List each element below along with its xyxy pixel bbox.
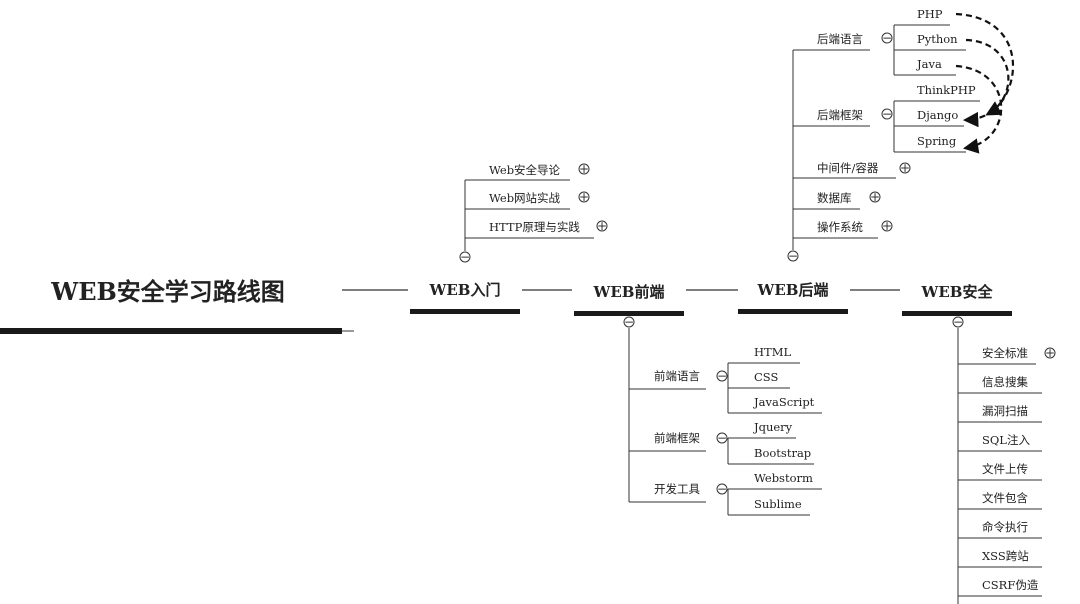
list-item[interactable]: CSS bbox=[754, 370, 778, 384]
svg-text:−: − bbox=[953, 315, 963, 329]
security-item[interactable]: 命令执行 bbox=[982, 520, 1028, 534]
backend-toggle[interactable]: − bbox=[787, 249, 799, 263]
main-node-security[interactable]: WEB安全 bbox=[902, 283, 1012, 316]
arrow-java-spring bbox=[955, 64, 1003, 154]
arrow-python-django bbox=[962, 38, 1010, 128]
language-framework-arrows bbox=[955, 12, 1015, 154]
svg-text:+: + bbox=[882, 219, 892, 233]
minus-circle-icon[interactable]: − bbox=[716, 431, 728, 445]
security-item[interactable]: 信息搜集 bbox=[982, 375, 1028, 389]
frontend-group-tools[interactable]: 开发工具 bbox=[654, 482, 700, 496]
intro-toggle[interactable]: − bbox=[459, 250, 471, 264]
intro-branch-lines bbox=[464, 179, 594, 251]
backend-group-languages[interactable]: 后端语言 bbox=[817, 32, 863, 46]
frontend-branch-lines bbox=[628, 328, 822, 516]
list-item[interactable]: Python bbox=[917, 32, 958, 46]
svg-text:−: − bbox=[882, 107, 892, 121]
list-item[interactable]: HTML bbox=[754, 345, 791, 359]
group-label: 前端语言 bbox=[654, 369, 700, 383]
main-node-label: WEB后端 bbox=[757, 281, 829, 299]
main-node-intro[interactable]: WEB入门 bbox=[410, 281, 520, 314]
intro-item-3[interactable]: HTTP原理与实践 bbox=[489, 220, 580, 234]
plus-circle-icon[interactable]: + bbox=[869, 190, 881, 204]
title-underline bbox=[0, 328, 342, 334]
svg-text:+: + bbox=[579, 162, 589, 176]
plus-circle-icon[interactable]: + bbox=[596, 219, 608, 233]
svg-text:−: − bbox=[788, 249, 798, 263]
security-item[interactable]: XSS跨站 bbox=[982, 549, 1029, 563]
svg-text:−: − bbox=[717, 482, 727, 496]
security-item[interactable]: 文件上传 bbox=[982, 462, 1028, 476]
group-label: 前端框架 bbox=[654, 431, 700, 445]
backend-group-os[interactable]: 操作系统 bbox=[817, 220, 863, 234]
list-item-label: Web网站实战 bbox=[489, 191, 561, 205]
minus-circle-icon[interactable]: − bbox=[881, 31, 893, 45]
svg-text:−: − bbox=[882, 31, 892, 45]
svg-text:+: + bbox=[579, 190, 589, 204]
list-item[interactable]: Webstorm bbox=[754, 471, 813, 485]
plus-circle-icon[interactable]: + bbox=[578, 162, 590, 176]
intro-item-2[interactable]: Web网站实战 bbox=[489, 191, 561, 205]
frontend-group-frameworks[interactable]: 前端框架 bbox=[654, 431, 700, 445]
list-item-label: HTTP原理与实践 bbox=[489, 220, 580, 234]
svg-text:−: − bbox=[717, 369, 727, 383]
plus-circle-icon[interactable]: + bbox=[881, 219, 893, 233]
frontend-group-languages[interactable]: 前端语言 bbox=[654, 369, 700, 383]
intro-item-1[interactable]: Web安全导论 bbox=[489, 163, 561, 177]
list-item[interactable]: PHP bbox=[917, 7, 943, 21]
page-title: WEB安全学习路线图 bbox=[50, 277, 285, 306]
security-item[interactable]: 漏洞扫描 bbox=[982, 404, 1028, 418]
backend-group-frameworks[interactable]: 后端框架 bbox=[817, 108, 863, 122]
main-node-frontend[interactable]: WEB前端 bbox=[574, 283, 684, 316]
svg-text:+: + bbox=[597, 219, 607, 233]
plus-circle-icon[interactable]: + bbox=[578, 190, 590, 204]
svg-text:−: − bbox=[624, 315, 634, 329]
backend-branch-lines bbox=[792, 24, 980, 250]
svg-text:+: + bbox=[1045, 346, 1055, 360]
backend-group-database[interactable]: 数据库 bbox=[817, 191, 852, 205]
group-label: 开发工具 bbox=[654, 482, 700, 496]
security-item[interactable]: 文件包含 bbox=[982, 491, 1028, 505]
security-toggle[interactable]: − bbox=[952, 315, 964, 329]
svg-text:+: + bbox=[900, 161, 910, 175]
svg-text:+: + bbox=[870, 190, 880, 204]
plus-circle-icon[interactable]: + bbox=[1044, 346, 1056, 360]
list-item[interactable]: Java bbox=[916, 57, 942, 71]
list-item[interactable]: Spring bbox=[917, 134, 957, 148]
list-item[interactable]: Django bbox=[917, 108, 958, 122]
minus-circle-icon[interactable]: − bbox=[881, 107, 893, 121]
svg-text:−: − bbox=[717, 431, 727, 445]
minus-circle-icon[interactable]: − bbox=[716, 369, 728, 383]
list-item[interactable]: Jquery bbox=[753, 420, 793, 434]
plus-circle-icon[interactable]: + bbox=[899, 161, 911, 175]
main-node-backend[interactable]: WEB后端 bbox=[738, 281, 848, 314]
list-item-label: Web安全导论 bbox=[489, 163, 561, 177]
security-branch-lines bbox=[957, 328, 1042, 604]
arrow-php-django bbox=[955, 12, 1015, 116]
list-item[interactable]: Sublime bbox=[754, 497, 802, 511]
main-node-label: WEB前端 bbox=[593, 283, 665, 301]
frontend-toggle[interactable]: − bbox=[623, 315, 635, 329]
minus-circle-icon[interactable]: − bbox=[716, 482, 728, 496]
svg-text:−: − bbox=[460, 250, 470, 264]
security-item[interactable]: SQL注入 bbox=[982, 433, 1030, 447]
security-item[interactable]: CSRF伪造 bbox=[982, 578, 1039, 592]
list-item[interactable]: Bootstrap bbox=[754, 446, 811, 460]
backend-group-middleware[interactable]: 中间件/容器 bbox=[817, 161, 879, 175]
security-item[interactable]: 安全标准 bbox=[982, 346, 1028, 360]
list-item[interactable]: JavaScript bbox=[753, 395, 815, 409]
main-node-label: WEB入门 bbox=[429, 281, 501, 299]
list-item[interactable]: ThinkPHP bbox=[917, 83, 976, 97]
main-node-label: WEB安全 bbox=[921, 283, 994, 301]
